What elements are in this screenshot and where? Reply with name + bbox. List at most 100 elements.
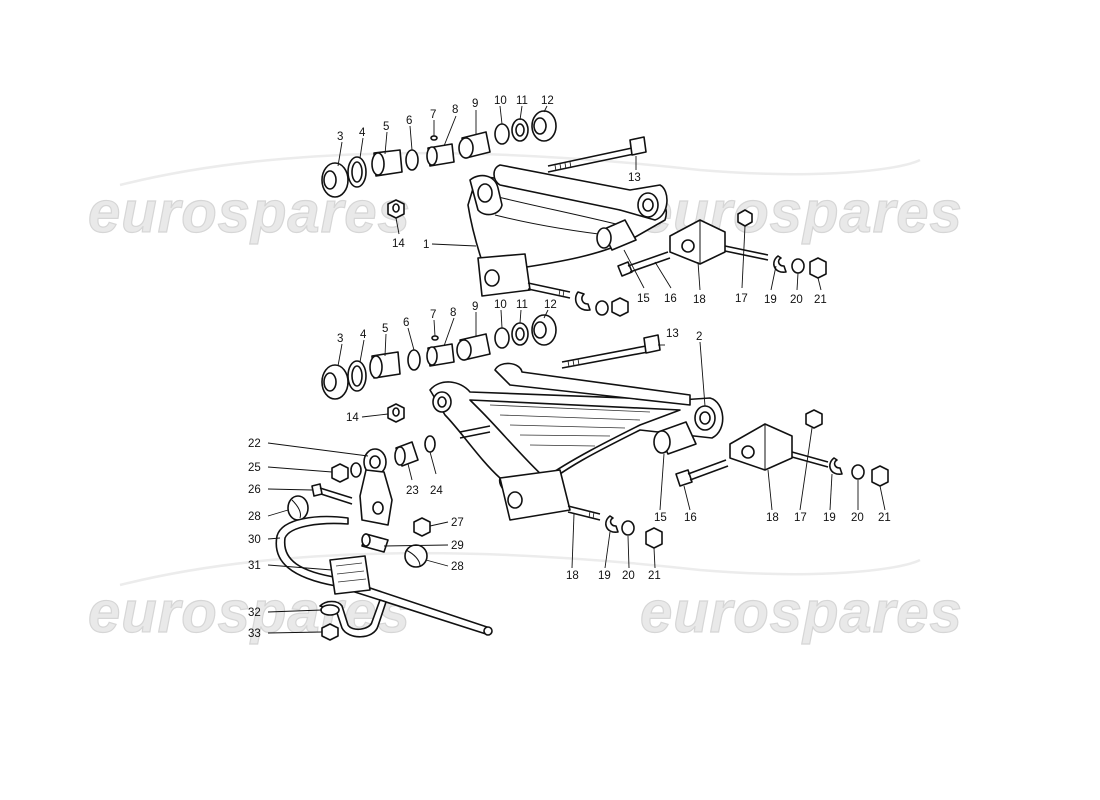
lower-part-4-icon [347,360,367,392]
watermark-text-top-left: eurospares [88,180,411,245]
callout-lower-21-center: 21 [648,570,661,582]
callout-lower-15: 15 [654,512,667,524]
lower-bush-28-top-icon [287,495,309,521]
upper-nut-17-icon [737,209,753,227]
lower-nut-21-center-icon [645,527,663,549]
lower-part-3-icon [321,364,349,400]
lower-washer-20-right-icon [851,464,865,480]
callout-lower-23: 23 [406,485,419,497]
callout-upper-13: 13 [628,172,641,184]
callout-upper-3: 3 [337,131,343,143]
lower-nut-17-icon [805,409,823,429]
callout-upper-20: 20 [790,294,803,306]
callout-upper-14: 14 [392,238,405,250]
callout-lower-7: 7 [430,309,436,321]
callout-lower-19-right: 19 [823,512,836,524]
callout-upper-19: 19 [764,294,777,306]
upper-washer-20-icon [791,258,805,274]
lower-clevis-18-right-icon [729,423,829,471]
upper-nut-21-icon [809,257,827,279]
callout-lower-2: 2 [696,331,702,343]
upper-nut-14-icon [387,199,405,219]
lower-bush-23-icon [394,441,419,467]
callouts-lower: 3 4 5 6 7 8 9 10 11 12 13 2 14 22 25 26 … [248,299,891,640]
callout-lower-13: 13 [666,328,679,340]
upper-part-9-icon [458,131,491,159]
callout-lower-17: 17 [794,512,807,524]
upper-bolt-16-icon [617,251,671,277]
upper-part-6-icon [405,149,419,171]
callout-upper-9: 9 [472,98,478,110]
callout-lower-31: 31 [248,560,261,572]
callout-lower-20-right: 20 [851,512,864,524]
callout-lower-8: 8 [450,307,456,319]
watermark-text-top-right: eurospares [640,180,963,245]
callout-lower-11: 11 [516,299,528,311]
upper-part-11-icon [511,118,529,142]
lower-bush-28-bottom-icon [404,544,428,568]
callout-upper-1: 1 [423,239,429,251]
lower-sleeve-29-icon [361,533,389,553]
callout-lower-32: 32 [248,607,261,619]
lower-part-10-icon [494,327,510,349]
upper-part-10-icon [494,123,510,145]
callout-lower-22: 22 [248,438,261,450]
callout-lower-26: 26 [248,484,261,496]
lower-bolt-26-icon [311,483,353,505]
lower-clip-19-right-icon [829,457,843,475]
upper-part-5-icon [371,149,403,177]
lower-part-12-icon [531,314,557,346]
callout-upper-17: 17 [735,293,748,305]
lower-part-5-icon [369,351,401,379]
lower-part-7-icon [431,335,439,341]
lower-nut-14-icon [387,403,405,423]
lower-part-11-icon [511,322,529,346]
callout-lower-9: 9 [472,301,478,313]
upper-control-arm-1 [467,164,668,299]
lower-nut-25-icon [331,462,362,483]
lower-bushing-stack [321,314,557,400]
watermark-bottom: eurospares eurospares [87,551,963,646]
upper-part-12-icon [531,110,557,142]
callout-lower-27: 27 [451,517,464,529]
callout-lower-28-right: 28 [451,561,464,573]
lower-nut-21-right-icon [871,465,889,487]
callout-upper-10: 10 [494,95,507,107]
callout-lower-29: 29 [451,540,464,552]
callout-upper-6: 6 [406,115,412,127]
callout-upper-4: 4 [359,127,366,139]
watermark-text-bottom-right: eurospares [640,580,963,645]
lower-washer-24-icon [424,435,436,453]
callout-lower-19-center: 19 [598,570,611,582]
callout-lower-16: 16 [684,512,697,524]
callouts-upper: 3 4 5 6 7 8 9 10 11 12 13 14 1 15 16 18 … [337,95,827,306]
lower-part-8-icon [426,343,455,367]
callout-lower-5: 5 [382,323,388,335]
callout-lower-33: 33 [248,628,261,640]
lower-control-arm-2 [429,362,724,521]
upper-clip-icon [574,291,629,317]
upper-bushing-stack [321,110,557,198]
callout-upper-21: 21 [814,294,827,306]
upper-bush-15-icon [596,219,637,251]
upper-part-4-icon [347,156,367,188]
callout-upper-18: 18 [693,294,706,306]
callout-upper-16: 16 [664,293,677,305]
callout-upper-7: 7 [430,109,436,121]
nut-33-icon [321,623,339,641]
callout-lower-30: 30 [248,534,261,546]
callout-upper-12: 12 [541,95,554,107]
clamp-32-icon [319,599,387,638]
callout-lower-21-right: 21 [878,512,891,524]
upper-part-8-icon [426,143,455,167]
callout-lower-25: 25 [248,462,261,474]
callout-upper-8: 8 [452,104,458,116]
callout-upper-15: 15 [637,293,650,305]
upper-part-7-icon [430,135,438,141]
lower-link-22-icon [359,448,393,526]
callout-lower-28-left: 28 [248,511,261,523]
watermark-top: eurospares eurospares [87,151,963,246]
callout-lower-4: 4 [360,329,367,341]
callout-lower-10: 10 [494,299,507,311]
